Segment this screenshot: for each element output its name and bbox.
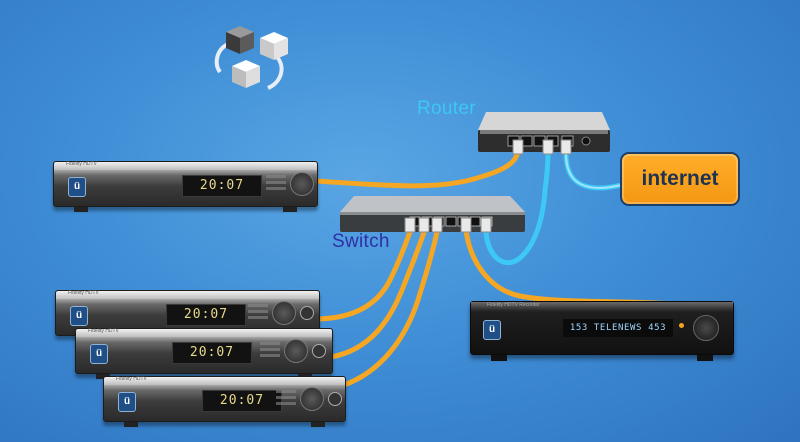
router-icon <box>478 112 610 152</box>
internet-label: internet <box>641 167 719 190</box>
cable-router-internet <box>563 150 625 191</box>
cable-stb4-switch <box>341 229 440 388</box>
recorder-logo-icon: ü <box>483 320 501 340</box>
set-top-box-logo-icon: ü <box>68 177 86 197</box>
front-buttons <box>260 342 280 360</box>
cable-stb1-router <box>313 149 521 189</box>
recorder-top-strip: Fidelity HDTV Recorder <box>471 302 733 310</box>
recorder-feet <box>491 355 713 361</box>
recorder-brand-text: Fidelity HDTV Recorder <box>487 302 540 308</box>
set-top-box-logo-icon: ü <box>70 306 88 326</box>
navigation-pad-icon <box>284 339 308 363</box>
cable-stb3-switch <box>328 229 427 360</box>
brand-strip: Fidelity HDTV <box>56 290 319 299</box>
front-buttons <box>276 390 296 408</box>
brand-strip: Fidelity HDTV <box>104 376 345 385</box>
stb-display: 20:07 <box>202 390 282 412</box>
stb-feet <box>74 207 297 212</box>
navigation-pad-icon <box>300 387 324 411</box>
navigation-pad-icon <box>290 172 314 196</box>
cable-switch-router <box>483 150 551 266</box>
power-button-icon <box>312 344 326 358</box>
set-top-box-4: Fidelity HDTV ü 20:07 <box>103 376 346 427</box>
switch-icon <box>340 196 525 232</box>
router-label: Router <box>417 98 476 119</box>
cable-recorder-switch <box>463 227 693 308</box>
switch-label: Switch <box>332 231 390 252</box>
stb-display: 20:07 <box>166 304 246 326</box>
cable-highlight <box>565 152 623 190</box>
set-top-box-logo-icon: ü <box>118 392 136 412</box>
brand-strip: Fidelity HDTV <box>76 328 332 337</box>
stb-display: 20:07 <box>172 342 252 364</box>
power-button-icon <box>328 392 342 406</box>
front-buttons <box>248 304 268 322</box>
set-top-box-logo-icon: ü <box>90 344 108 364</box>
hd-recorder: Fidelity HDTV Recorder ü 153 TELENEWS 45… <box>470 301 734 361</box>
set-top-box-1: Fidelity HDTV ü 20:07 <box>53 161 318 212</box>
status-led-icon <box>679 323 684 328</box>
brand-text: Fidelity HDTV <box>116 376 147 382</box>
navigation-pad-icon <box>272 301 296 325</box>
front-buttons <box>266 175 286 193</box>
navigation-pad-icon <box>693 315 719 341</box>
set-top-box-3: Fidelity HDTV ü 20:07 <box>75 328 333 379</box>
network-cubes-icon <box>214 26 288 90</box>
cable-stb2-switch <box>315 229 413 322</box>
internet-box: internet <box>620 152 740 206</box>
recorder-display: 153 TELENEWS 453 <box>563 319 673 337</box>
brand-text: Fidelity HDTV <box>68 290 99 296</box>
brand-strip: Fidelity HDTV <box>54 161 317 170</box>
power-button-icon <box>300 306 314 320</box>
brand-text: Fidelity HDTV <box>88 328 119 334</box>
brand-text: Fidelity HDTV <box>66 161 97 167</box>
stb-feet <box>124 422 325 427</box>
stb-display: 20:07 <box>182 175 262 197</box>
